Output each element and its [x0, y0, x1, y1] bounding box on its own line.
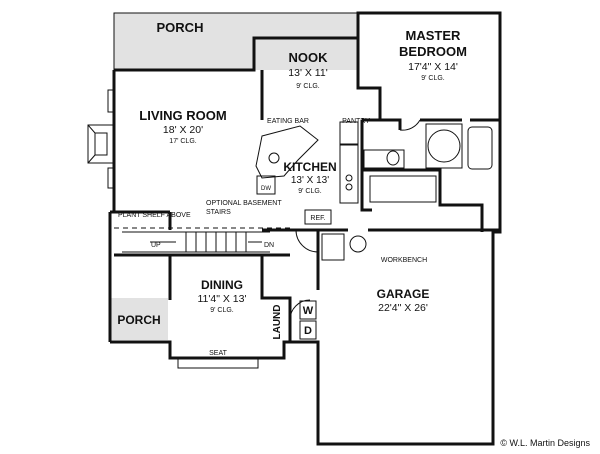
- kitchen-title: KITCHEN: [283, 160, 336, 174]
- exterior-wall-left: [108, 70, 116, 298]
- porch-bottom-fill: [110, 298, 168, 340]
- stairs-up-label: UP: [151, 242, 161, 249]
- laundry-label: LAUND: [272, 305, 283, 340]
- dryer-box: [299, 320, 317, 340]
- window-left-2: [107, 167, 115, 189]
- master-clg: 9' CLG.: [421, 75, 445, 82]
- toilet: [386, 150, 400, 166]
- water-heater: [321, 233, 345, 261]
- door-swing-2: [399, 119, 421, 131]
- door-swing-1: [295, 229, 319, 253]
- pantry-box: [339, 121, 359, 145]
- kitchen-counter: [339, 144, 359, 204]
- dishwasher: [256, 175, 276, 195]
- nook-dims: 13' X 11': [288, 67, 327, 79]
- nook-title: NOOK: [289, 50, 329, 65]
- tub: [467, 126, 493, 170]
- eating-bar: [255, 125, 319, 179]
- sink: [268, 152, 280, 164]
- porch-top-label: PORCH: [157, 20, 204, 35]
- master-title-2: BEDROOM: [399, 44, 467, 59]
- porch-top-fill: [114, 13, 358, 70]
- ref-label: REF.: [310, 215, 325, 222]
- dining-seat: [177, 357, 259, 369]
- optional-basement-label-1: OPTIONAL BASEMENT: [206, 200, 282, 207]
- dining-clg: 9' CLG.: [210, 307, 234, 314]
- washer-label: W: [303, 305, 314, 317]
- garage-title: GARAGE: [377, 287, 430, 301]
- kitchen-clg: 9' CLG.: [298, 188, 322, 195]
- vanity: [363, 149, 405, 169]
- living-title: LIVING ROOM: [139, 108, 226, 123]
- designer-credit: © W.L. Martin Designs: [500, 438, 590, 448]
- living-dims: 18' X 20': [163, 124, 203, 136]
- garage-dims: 22'4" X 26': [378, 302, 428, 314]
- workbench-label: WORKBENCH: [381, 257, 427, 264]
- shower-round: [427, 129, 461, 163]
- fireplace: [87, 124, 115, 164]
- master-dims: 17'4" X 14': [408, 61, 458, 73]
- dw-label: DW: [261, 186, 271, 192]
- closet-box: [369, 175, 437, 203]
- range-2: [345, 183, 353, 191]
- pantry-label: PANTRY: [342, 118, 370, 125]
- dryer-label: D: [304, 325, 312, 337]
- stairs: [122, 231, 270, 253]
- plant-shelf-label: PLANT SHELF ABOVE: [118, 212, 191, 219]
- master-title-1: MASTER: [406, 28, 462, 43]
- seat-label: SEAT: [209, 350, 227, 357]
- interior-walls: [110, 38, 500, 342]
- kitchen-dims: 13' X 13': [291, 175, 329, 186]
- washer-box: [299, 300, 317, 320]
- living-clg: 17' CLG.: [169, 138, 196, 145]
- water-heater-circle: [349, 235, 367, 253]
- dining-title: DINING: [201, 278, 243, 292]
- refrigerator: [304, 209, 332, 225]
- stairs-dn-label: DN: [264, 242, 274, 249]
- dining-dims: 11'4" X 13': [198, 293, 247, 305]
- window-left-1: [107, 89, 115, 113]
- shower: [425, 123, 463, 169]
- nook-clg: 9' CLG.: [296, 83, 320, 90]
- door-swing-3: [289, 299, 311, 321]
- optional-basement-label-2: STAIRS: [206, 209, 231, 216]
- range-1: [345, 174, 353, 182]
- porch-bottom-label: PORCH: [117, 313, 160, 327]
- eating-bar-label: EATING BAR: [267, 118, 309, 125]
